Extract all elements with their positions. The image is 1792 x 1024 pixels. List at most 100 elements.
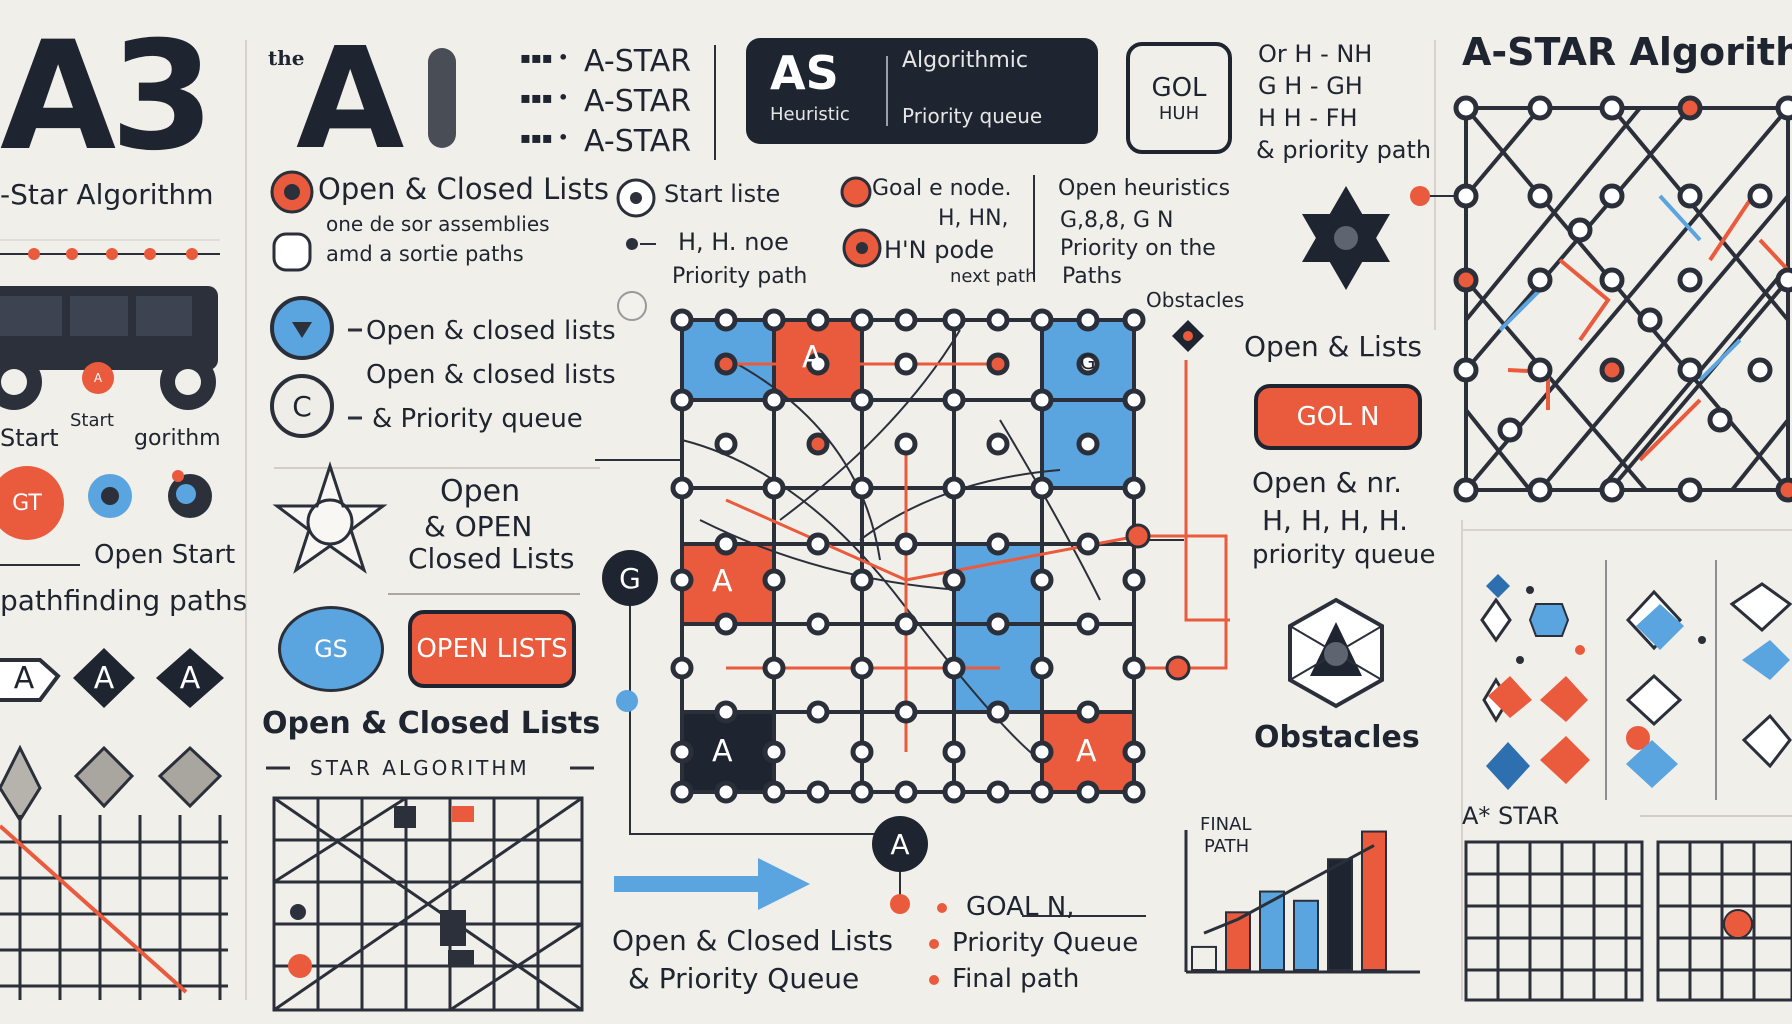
right-list-item-1: Or H - NH [1258,40,1373,68]
grid-node-68[interactable] [762,780,786,804]
grid-node-45[interactable] [806,612,830,636]
grid-node-22[interactable] [714,432,738,456]
grid-node-42[interactable] [1030,568,1054,592]
route-node-1[interactable] [1165,655,1191,681]
grid-node-24[interactable] [894,432,918,456]
grid-node-71[interactable] [894,780,918,804]
grid-node-18[interactable] [850,388,874,412]
grid-node-70[interactable] [850,780,874,804]
gol-box[interactable]: GOL HUH [1126,42,1232,154]
grid-node-3[interactable] [806,308,830,332]
grid-node-56[interactable] [806,700,830,724]
grid-node-41[interactable] [942,568,966,592]
grid-node-73[interactable] [986,780,1010,804]
grid-node-53[interactable] [1030,656,1054,680]
grid-node-43[interactable] [1122,568,1146,592]
grid-node-21[interactable] [1122,388,1146,412]
grid-node-48[interactable] [1076,612,1100,636]
grid-node-75[interactable] [1076,780,1100,804]
grid-node-16[interactable] [670,388,694,412]
grid-node-30[interactable] [942,476,966,500]
grid-node-13[interactable] [894,352,918,376]
route-node-0[interactable] [1125,523,1151,549]
grid-cell-a-3[interactable]: A [712,734,733,769]
grid-node-37[interactable] [1076,532,1100,556]
gol-n-button[interactable]: GOL N [1254,384,1422,450]
grid-node-63[interactable] [942,740,966,764]
grid-node-10[interactable] [1122,308,1146,332]
grid-node-0[interactable] [670,308,694,332]
grid-node-60[interactable] [670,740,694,764]
grid-node-44[interactable] [714,612,738,636]
grid-node-61[interactable] [762,740,786,764]
grid-node-8[interactable] [1030,308,1054,332]
grid-node-35[interactable] [894,532,918,556]
hex-badge-2[interactable]: A [93,660,115,696]
grid-node-14[interactable] [986,352,1010,376]
grid-cell-a-1[interactable]: A [802,340,823,375]
grid-node-38[interactable] [670,568,694,592]
grid-node-33[interactable] [714,532,738,556]
open-lists-button[interactable]: OPEN LISTS [408,610,576,688]
grid-cell-a-4[interactable]: A [1076,734,1097,769]
grid-node-40[interactable] [850,568,874,592]
dark-logo-box[interactable]: AS Algorithmic Heuristic Priority queue [746,38,1098,144]
grid-node-4[interactable] [850,308,874,332]
grid-node-9[interactable] [1076,308,1100,332]
gs-badge[interactable]: GS [278,606,384,692]
grid-node-20[interactable] [1030,388,1054,412]
grid-cell-g[interactable]: G [1080,350,1096,374]
grid-node-64[interactable] [1030,740,1054,764]
bottom-a-node[interactable]: A [872,816,928,872]
grid-node-49[interactable] [670,656,694,680]
grid-node-17[interactable] [762,388,786,412]
grid-node-58[interactable] [986,700,1010,724]
grid-node-19[interactable] [942,388,966,412]
grid-node-67[interactable] [714,780,738,804]
lattice-node-11 [1527,267,1553,293]
grid-node-74[interactable] [1030,780,1054,804]
open-node-icon[interactable] [616,690,638,712]
grid-node-59[interactable] [1076,700,1100,724]
grid-node-26[interactable] [1076,432,1100,456]
grid-node-12[interactable] [806,352,830,376]
note-priority-path: Priority path [672,264,808,289]
grid-node-5[interactable] [894,308,918,332]
grid-node-27[interactable] [670,476,694,500]
grid-node-34[interactable] [806,532,830,556]
grid-node-76[interactable] [1122,780,1146,804]
grid-node-69[interactable] [806,780,830,804]
grid-node-31[interactable] [1030,476,1054,500]
grid-node-36[interactable] [986,532,1010,556]
grid-node-66[interactable] [670,780,694,804]
hex-badge-3[interactable]: A [179,660,201,696]
grid-node-50[interactable] [762,656,786,680]
grid-node-65[interactable] [1122,740,1146,764]
the-label: the [268,46,305,70]
grid-node-15[interactable] [1076,352,1100,376]
grid-node-32[interactable] [1122,476,1146,500]
grid-node-57[interactable] [894,700,918,724]
grid-node-46[interactable] [894,612,918,636]
grid-cell-a-2[interactable]: A [712,564,733,599]
grid-node-62[interactable] [850,740,874,764]
grid-node-23[interactable] [806,432,830,456]
grid-node-29[interactable] [850,476,874,500]
gt-badge[interactable]: GT [0,466,64,540]
grid-node-7[interactable] [986,308,1010,332]
grid-node-1[interactable] [714,308,738,332]
left-g-node[interactable]: G [602,550,658,606]
grid-node-55[interactable] [714,700,738,724]
grid-node-39[interactable] [762,568,786,592]
grid-node-11[interactable] [714,352,738,376]
grid-node-52[interactable] [942,656,966,680]
hex-badge-1[interactable]: A [13,660,35,696]
grid-node-72[interactable] [942,780,966,804]
grid-node-54[interactable] [1122,656,1146,680]
grid-node-25[interactable] [986,432,1010,456]
grid-node-47[interactable] [986,612,1010,636]
grid-node-6[interactable] [942,308,966,332]
grid-node-51[interactable] [850,656,874,680]
grid-node-2[interactable] [762,308,786,332]
grid-node-28[interactable] [762,476,786,500]
